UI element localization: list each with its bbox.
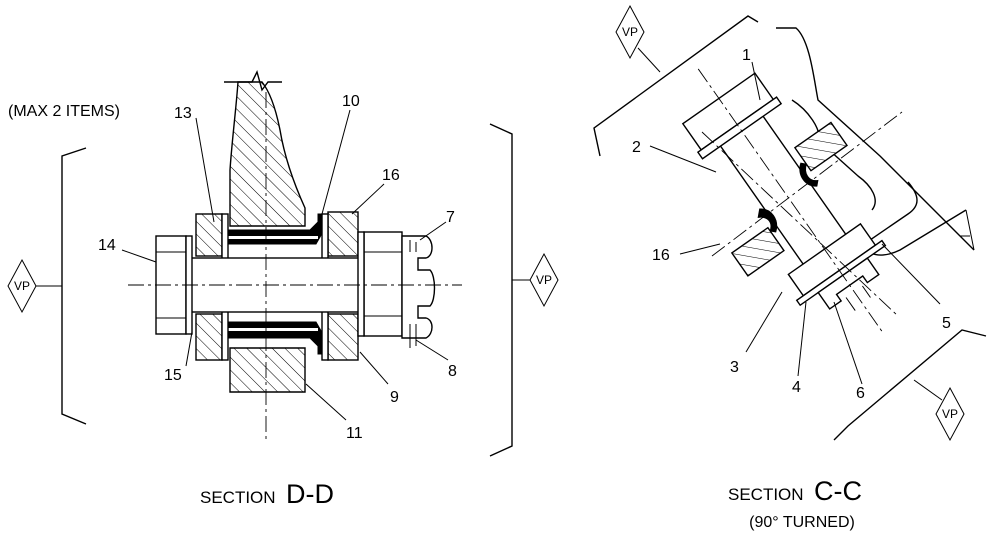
callout-14: 14 [98, 237, 116, 254]
callout-10: 10 [342, 93, 360, 110]
section-c-c: VP VP [593, 4, 987, 531]
c-rubber-left [757, 208, 778, 233]
weld-symbol-vp-left: VP [7, 258, 62, 314]
callout-13: 13 [174, 105, 192, 122]
bush-sleeve-upper [228, 236, 318, 239]
callout-15: 15 [164, 367, 182, 384]
upper-plate [229, 81, 306, 227]
callout-c-6: 6 [856, 385, 865, 402]
c-washer-16-right [793, 121, 848, 172]
c-centerline-2 [711, 111, 903, 257]
weld-symbol-vp-bottom: VP [913, 379, 965, 442]
callout-9: 9 [390, 389, 399, 406]
svg-text:VP: VP [942, 407, 958, 421]
split-pin [409, 240, 417, 348]
callout-c-16: 16 [652, 247, 670, 264]
lower-plate [229, 347, 306, 393]
section-c-c-caption: SECTION C-C [728, 476, 862, 506]
svg-text:VP: VP [536, 273, 552, 287]
break-line [224, 70, 282, 92]
callout-c-2: 2 [632, 139, 641, 156]
bracket-upper-left [593, 15, 759, 157]
section-d-d: VP VP [7, 70, 559, 509]
bush-sleeve-lower [228, 328, 318, 331]
castle-nut-end [401, 235, 436, 339]
weld-symbol-vp-top: VP [615, 4, 661, 73]
nut-washer [357, 231, 365, 337]
washer-9 [327, 313, 359, 361]
callout-c-4: 4 [792, 379, 801, 396]
frame-inner [791, 99, 876, 211]
callout-11: 11 [346, 425, 363, 442]
weld-symbol-vp-right: VP [512, 252, 559, 308]
svg-text:VP: VP [14, 279, 30, 293]
c-centerline-1 [701, 131, 899, 317]
svg-text:VP: VP [622, 25, 638, 39]
c-washer-16-left [730, 226, 785, 277]
section-c-c-subcaption: (90° TURNED) [749, 514, 855, 531]
washer-13 [195, 213, 223, 257]
bracket-lower-right [833, 329, 987, 441]
left-bracket [61, 147, 87, 425]
callout-c-1: 1 [742, 47, 751, 64]
nut [363, 231, 403, 337]
callout-c-3: 3 [730, 359, 739, 376]
c-castle-end [817, 257, 880, 310]
note-max-items: (MAX 2 ITEMS) [8, 103, 120, 120]
washer-16 [327, 211, 359, 257]
c-rubber-right [799, 162, 819, 187]
callout-8: 8 [448, 363, 457, 380]
section-d-d-caption: SECTION D-D [200, 479, 334, 509]
c-split-pin [845, 285, 871, 311]
callout-c-5: 5 [942, 315, 951, 332]
washer-15 [195, 313, 223, 361]
callout-7: 7 [446, 209, 455, 226]
right-bracket [489, 123, 513, 457]
callout-16: 16 [382, 167, 400, 184]
